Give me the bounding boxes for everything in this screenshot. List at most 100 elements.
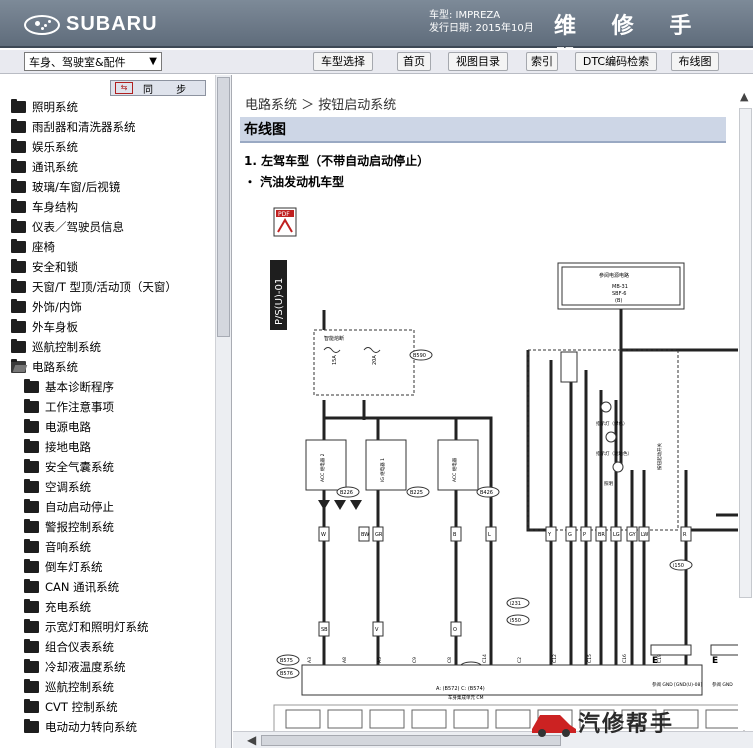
dtc-search-button[interactable]: DTC编码检索: [575, 52, 657, 71]
connector-label: B426: [480, 490, 493, 496]
content-horizontal-scrollbar[interactable]: ◀: [233, 731, 753, 748]
wiring-diagram-button[interactable]: 布线图: [671, 52, 719, 71]
pdf-icon[interactable]: PDF: [273, 207, 297, 237]
sync-button[interactable]: ⇆ 同 步: [110, 80, 206, 96]
folder-icon: [24, 459, 39, 473]
sidebar-item[interactable]: 座椅: [0, 237, 215, 257]
wire-color-box: [450, 526, 462, 542]
folder-icon: [24, 379, 39, 393]
sidebar-item-label: CVT 控制系统: [45, 700, 118, 714]
heading-gasoline: ・ 汽油发动机车型: [244, 175, 345, 189]
sidebar-item-label: 示宽灯和照明灯系统: [45, 620, 149, 634]
folder-icon: [24, 639, 39, 653]
sidebar-item[interactable]: CVT 控制系统: [0, 697, 215, 717]
connector-oval: [406, 486, 430, 498]
wire-color-box: [626, 526, 638, 542]
category-select[interactable]: 车身、驾驶室&配件 ▼: [24, 52, 162, 71]
sidebar-item-label: 充电系统: [45, 600, 91, 614]
folder-icon: [11, 119, 26, 133]
sidebar-item[interactable]: 接地电路: [0, 437, 215, 457]
sidebar-item[interactable]: 组合仪表系统: [0, 637, 215, 657]
sidebar-item-label: 基本诊断程序: [45, 380, 114, 394]
watermark-text: 汽修帮手: [578, 712, 675, 737]
sidebar-item[interactable]: 外车身板: [0, 317, 215, 337]
index-button[interactable]: 索引: [526, 52, 558, 71]
sidebar-item[interactable]: 外饰/内饰: [0, 297, 215, 317]
connector-oval: [276, 667, 300, 679]
sidebar-item[interactable]: 自动启动停止: [0, 497, 215, 517]
connector-label: i550: [510, 618, 521, 624]
fuse-label-0: 15A: [332, 355, 338, 365]
folder-icon: [11, 319, 26, 333]
folder-icon: [11, 179, 26, 193]
wire-color-label: LW: [641, 532, 648, 538]
sidebar-item-label: 车身结构: [32, 200, 78, 214]
wire-color-label: R: [683, 532, 687, 538]
sidebar-item-label: 冷却液温度系统: [45, 660, 126, 674]
sidebar-item[interactable]: 工作注意事项: [0, 397, 215, 417]
scroll-left-icon[interactable]: ◀: [247, 733, 257, 747]
sidebar-item[interactable]: 仪表／驾驶员信息: [0, 217, 215, 237]
sidebar-item[interactable]: 巡航控制系统: [0, 677, 215, 697]
view-toc-button[interactable]: 视图目录: [448, 52, 508, 71]
sidebar-item-label: 仪表／驾驶员信息: [32, 220, 124, 234]
sidebar-item[interactable]: 娱乐系统: [0, 137, 215, 157]
sidebar-item[interactable]: 电路系统: [0, 357, 215, 377]
content-vertical-scrollbar[interactable]: ▲: [738, 90, 753, 730]
sidebar-item[interactable]: 玻璃/车窗/后视镜: [0, 177, 215, 197]
car-repair-logo-icon: [532, 715, 576, 737]
sidebar-item[interactable]: 警报控制系统: [0, 517, 215, 537]
sidebar-item-label: 照明系统: [32, 100, 78, 114]
sidebar-scroll-thumb[interactable]: [217, 77, 230, 337]
connector-face: [453, 709, 489, 729]
sidebar-item[interactable]: 基本诊断程序: [0, 377, 215, 397]
content-vertical-thumb[interactable]: [739, 108, 752, 598]
content-pane: 电路系统 ＞ 按钮启动系统 布线图 1. 左驾车型（不带自动启动停止） ・ 汽油…: [233, 75, 753, 748]
sidebar-item[interactable]: 电动动力转向系统: [0, 717, 215, 737]
model-select-button[interactable]: 车型选择: [313, 52, 373, 71]
folder-icon: [24, 719, 39, 733]
sidebar-item[interactable]: 车身结构: [0, 197, 215, 217]
sidebar: ⇆ 同 步 照明系统雨刮器和清洗器系统娱乐系统通讯系统玻璃/车窗/后视镜车身结构…: [0, 75, 232, 748]
connector-label: B575: [280, 658, 293, 664]
sidebar-scrollbar[interactable]: [215, 75, 231, 748]
wiring-diagram: PDF P/S(U)-01 参阅电源电路 MB-31 SBF-6 (B) 智: [270, 207, 748, 734]
sidebar-item[interactable]: 照明系统: [0, 97, 215, 117]
sidebar-item[interactable]: 电源电路: [0, 417, 215, 437]
connector-face: [495, 709, 531, 729]
connector-face: [327, 709, 363, 729]
wire-color-box: [545, 526, 557, 542]
sidebar-item-label: 组合仪表系统: [45, 640, 114, 654]
sidebar-item[interactable]: 通讯系统: [0, 157, 215, 177]
sidebar-item-label: 玻璃/车窗/后视镜: [32, 180, 121, 194]
wire-color-box: [358, 526, 370, 542]
sidebar-item[interactable]: 充电系统: [0, 597, 215, 617]
sidebar-item[interactable]: 巡航控制系统: [0, 337, 215, 357]
sidebar-item-label: 空调系统: [45, 480, 91, 494]
sidebar-item[interactable]: 空调系统: [0, 477, 215, 497]
sidebar-item[interactable]: CAN 通讯系统: [0, 577, 215, 597]
sidebar-item[interactable]: 冷却液温度系统: [0, 657, 215, 677]
home-button[interactable]: 首页: [397, 52, 431, 71]
content-horizontal-thumb[interactable]: [261, 735, 561, 746]
sidebar-item-label: 娱乐系统: [32, 140, 78, 154]
sidebar-item[interactable]: 安全气囊系统: [0, 457, 215, 477]
sidebar-item-label: 座椅: [32, 240, 55, 254]
wire-color-label: P: [583, 532, 586, 538]
relay-label-2: ACC 继电器: [451, 457, 458, 482]
folder-icon: [11, 299, 26, 313]
wire-color-box: [318, 526, 330, 542]
sync-icon: ⇆: [115, 82, 133, 94]
toolbar: 车身、驾驶室&配件 ▼ 车型选择 首页 视图目录 索引 DTC编码检索 布线图: [0, 50, 753, 74]
sidebar-item[interactable]: 倒车灯系统: [0, 557, 215, 577]
folder-icon: [11, 219, 26, 233]
sidebar-item[interactable]: 音响系统: [0, 537, 215, 557]
sidebar-item[interactable]: 雨刮器和清洗器系统: [0, 117, 215, 137]
sidebar-item-label: 外车身板: [32, 320, 78, 334]
scroll-up-icon[interactable]: ▲: [740, 90, 749, 103]
sidebar-item[interactable]: 安全和锁: [0, 257, 215, 277]
wire-color-label: LG: [613, 532, 620, 538]
header-bar: SUBARU 车型: IMPREZA 发行日期: 2015年10月 维 修 手 …: [0, 0, 753, 71]
sidebar-item[interactable]: 示宽灯和照明灯系统: [0, 617, 215, 637]
sidebar-item[interactable]: 天窗/T 型顶/活动顶（天窗）: [0, 277, 215, 297]
